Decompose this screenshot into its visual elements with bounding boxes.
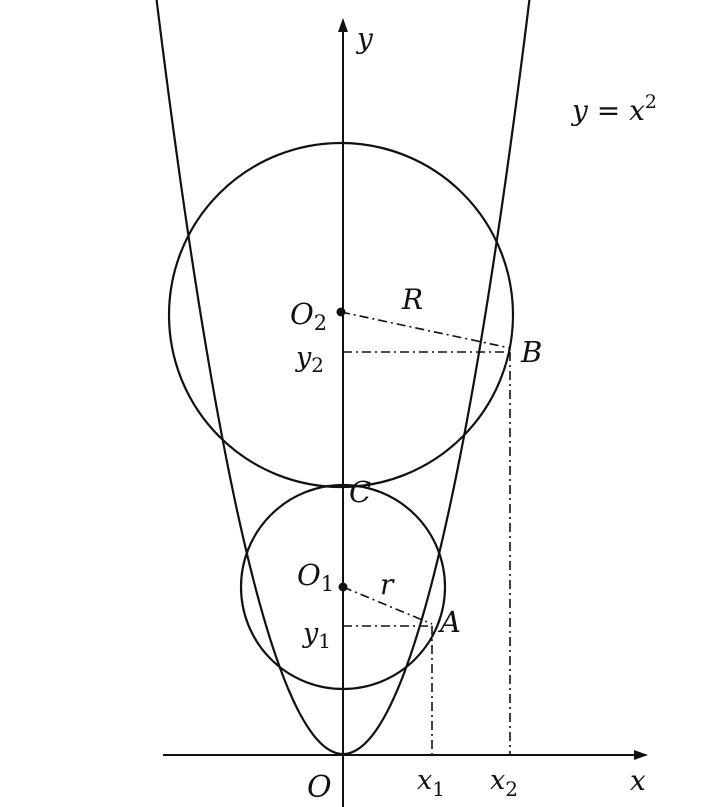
point-o2	[336, 307, 346, 317]
label-y1: y1	[302, 618, 331, 653]
label-c: C	[349, 475, 371, 509]
radius-line-small	[342, 586, 433, 625]
curve-equation: y = x2	[570, 91, 657, 127]
small-circle	[239, 483, 447, 691]
label-x2: x2	[490, 765, 518, 801]
label-x1: x1	[417, 765, 445, 801]
x-axis-label: x	[630, 764, 646, 797]
point-o1	[338, 582, 348, 592]
label-radius-small: r	[380, 568, 395, 601]
label-o1: O1	[297, 558, 334, 596]
parabola-curve	[155, 0, 531, 756]
large-circle	[167, 141, 515, 489]
label-a: A	[437, 605, 461, 639]
label-radius-big: R	[401, 283, 423, 316]
origin-label: O	[307, 770, 332, 805]
label-o2: O2	[290, 297, 327, 335]
label-b: B	[520, 335, 542, 369]
y-axis-label: y	[355, 22, 374, 55]
label-y2: y2	[295, 342, 324, 377]
